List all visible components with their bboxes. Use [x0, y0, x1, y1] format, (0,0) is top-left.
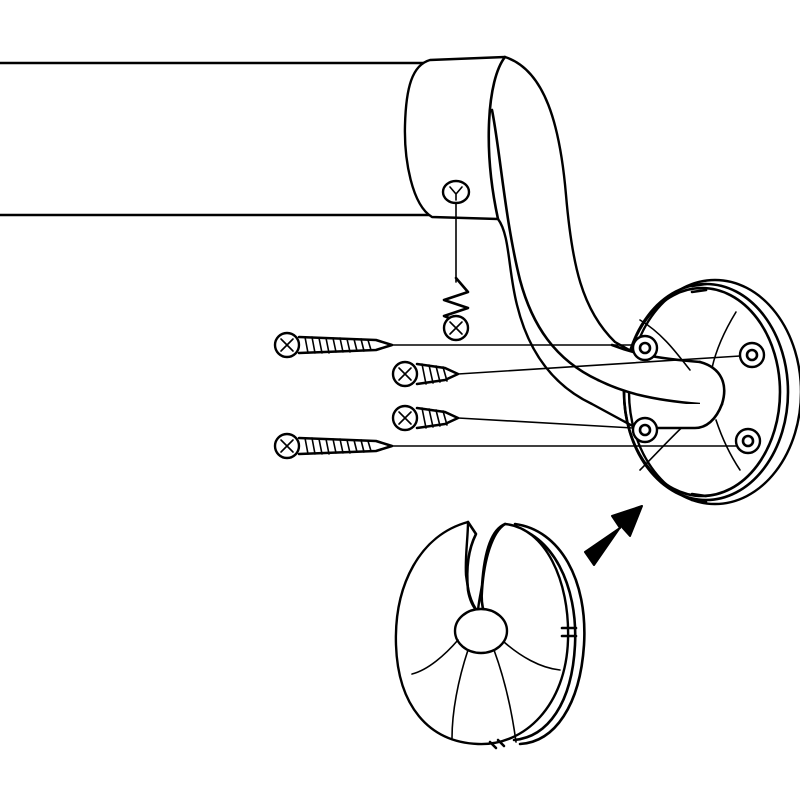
flange-hole: [734, 427, 762, 455]
anchor-screw: [391, 404, 634, 432]
anchor-screw: [391, 355, 741, 388]
set-screw: [441, 179, 471, 342]
wood-screw: [273, 432, 737, 460]
mounting-flange: [596, 278, 800, 506]
direction-arrow-icon: [584, 505, 643, 566]
split-cover-plate: [394, 520, 586, 750]
wood-screw: [273, 331, 633, 359]
towel-bar: [0, 61, 432, 217]
flange-hole: [738, 341, 766, 369]
flange-hole: [631, 416, 659, 444]
flange-hole: [631, 334, 659, 362]
